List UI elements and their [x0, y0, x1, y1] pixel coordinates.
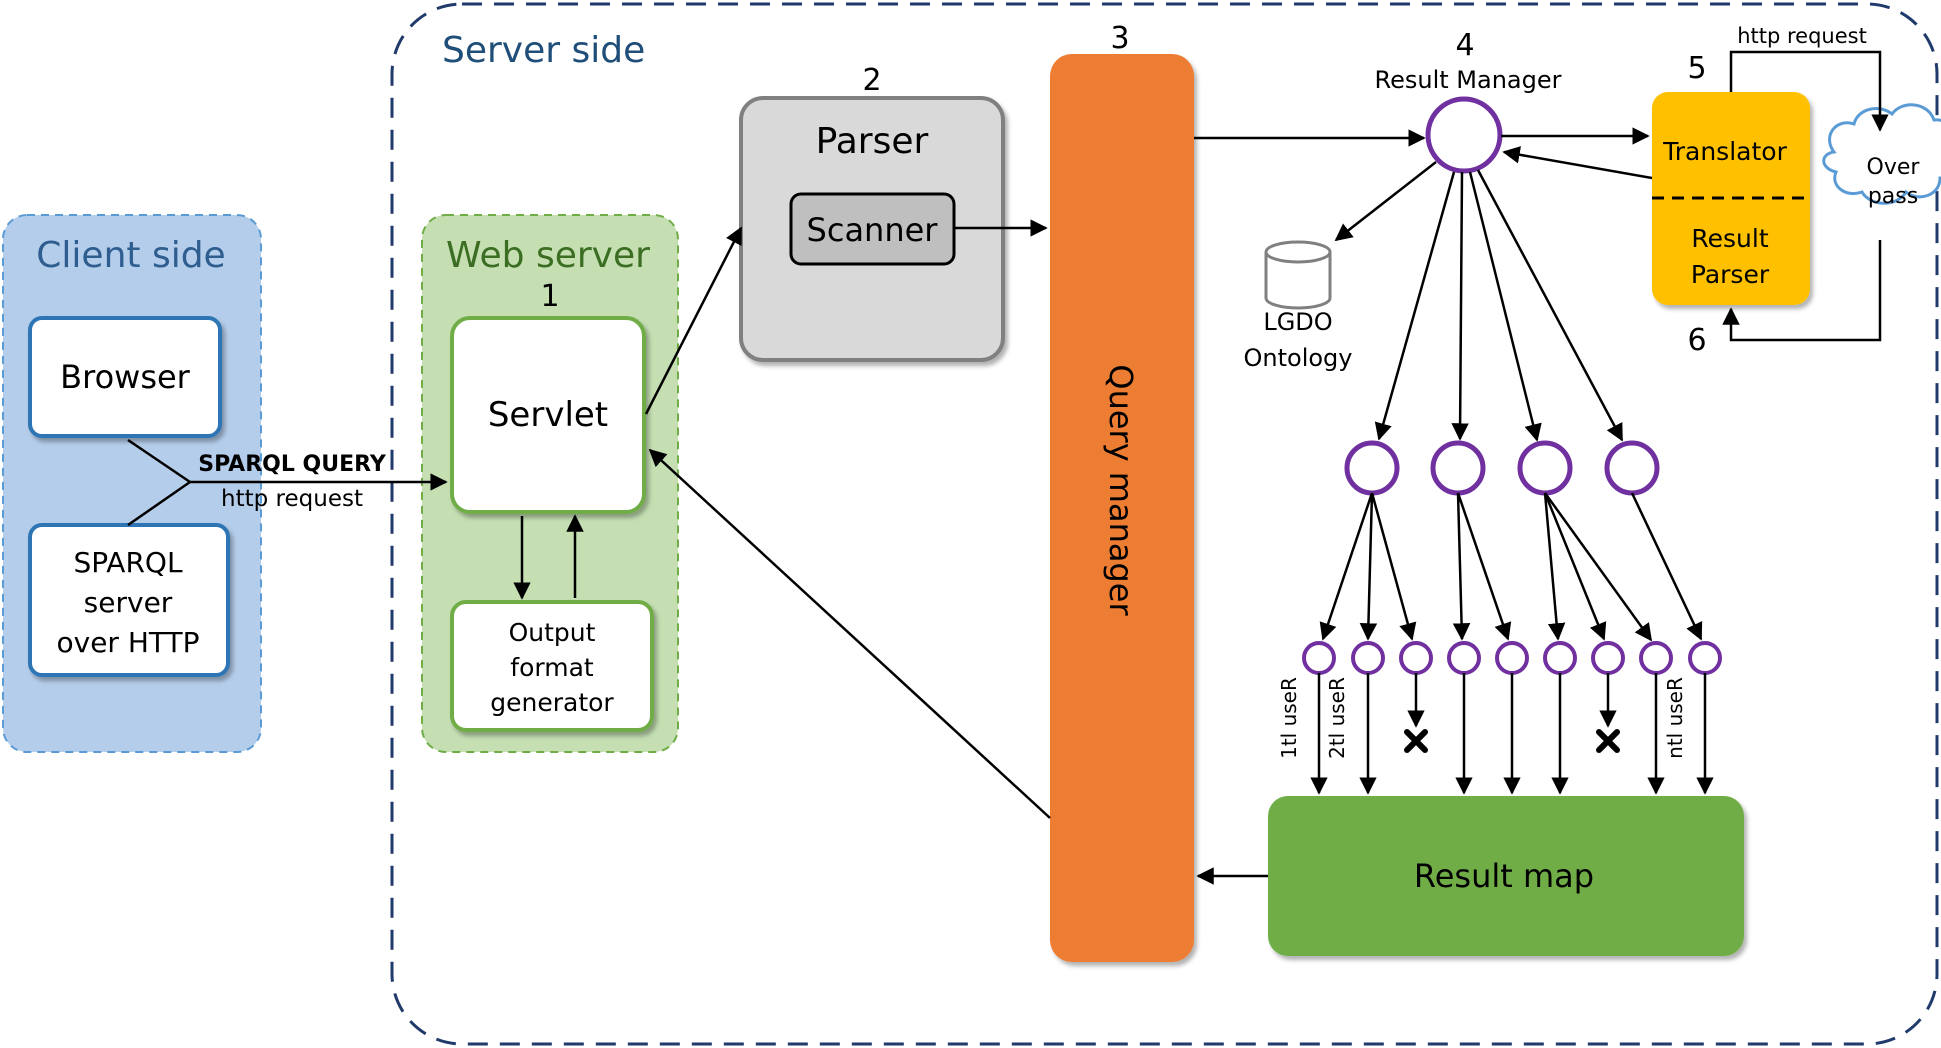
- ontology-line-2: Ontology: [1244, 344, 1353, 372]
- browser-box: Browser: [28, 316, 222, 438]
- result-manager-node: 4 Result Manager: [1375, 28, 1562, 174]
- result-parser-line-1: Result: [1691, 224, 1768, 253]
- cloud-icon: [1822, 103, 1941, 205]
- tree-node-level1: [1517, 440, 1573, 496]
- http-request-label: http request: [221, 486, 363, 512]
- sparql-server-line-2: server: [84, 586, 173, 619]
- sparql-server-line-3: over HTTP: [57, 626, 200, 659]
- result-manager-label: Result Manager: [1375, 66, 1562, 94]
- client-side-region: Client side Browser SPARQL server over H…: [2, 214, 262, 753]
- translator-label: Translator: [1662, 137, 1787, 166]
- parser-number: 2: [862, 63, 881, 98]
- tree-node-leaf: [1543, 641, 1577, 675]
- result-manager-number: 4: [1455, 28, 1474, 63]
- result-map-label: Result map: [1414, 857, 1594, 895]
- ontology-database: LGDO Ontology: [1244, 240, 1353, 372]
- servlet-label: Servlet: [488, 395, 608, 435]
- translator-number: 5: [1687, 51, 1706, 86]
- sparql-server-box: SPARQL server over HTTP: [28, 523, 230, 677]
- rule-label-2: 2tl useR: [1325, 677, 1349, 759]
- query-manager-box: 3 Query manager: [1050, 21, 1194, 962]
- tree-node-level1: [1604, 440, 1660, 496]
- sparql-query-label: SPARQL QUERY: [198, 452, 387, 477]
- tree-node-level1: [1344, 440, 1400, 496]
- web-server-region: Web server 1 Servlet Output format gener…: [421, 214, 679, 753]
- output-generator-line-1: Output: [509, 618, 596, 647]
- tree-node-leaf: [1351, 641, 1385, 675]
- parser-box: 2 Parser Scanner: [739, 63, 1005, 362]
- tree-node-leaf: [1447, 641, 1481, 675]
- tree-node-leaf: [1639, 641, 1673, 675]
- browser-label: Browser: [60, 358, 191, 396]
- overpass-line-1: Over: [1867, 155, 1921, 180]
- tree-node-leaf: [1688, 641, 1722, 675]
- parser-title: Parser: [816, 121, 929, 162]
- web-server-title: Web server: [446, 235, 650, 276]
- translator-return-number: 6: [1687, 323, 1706, 358]
- server-side-region: Server side: [390, 2, 1939, 1046]
- discard-markers: [1404, 729, 1620, 753]
- output-generator-box: Output format generator: [450, 600, 654, 732]
- tree-node-level1: [1430, 440, 1486, 496]
- rule-label-1: 1tl useR: [1277, 677, 1301, 759]
- rule-label-n: ntl useR: [1663, 677, 1687, 759]
- connectors: [127, 50, 1889, 885]
- overpass-line-2: pass: [1868, 184, 1918, 209]
- tree-node-leaf: [1495, 641, 1529, 675]
- translator-box: 5 Translator Result Parser http request …: [1652, 24, 1867, 358]
- query-manager-number: 3: [1110, 21, 1129, 56]
- output-generator-line-3: generator: [490, 688, 614, 717]
- web-server-number: 1: [540, 279, 559, 314]
- tree-node-leaf: [1399, 641, 1433, 675]
- query-manager-label: Query manager: [1102, 364, 1140, 616]
- result-map-box: Result map: [1268, 796, 1744, 956]
- servlet-box: Servlet: [450, 316, 646, 514]
- output-generator-line-2: format: [510, 653, 594, 682]
- client-side-title: Client side: [36, 235, 225, 276]
- overpass-cloud: Over pass: [1822, 103, 1941, 209]
- cross-icon: [1404, 729, 1428, 753]
- server-side-title: Server side: [442, 30, 645, 71]
- tree-nodes: [1302, 440, 1722, 675]
- sparql-server-line-1: SPARQL: [73, 546, 183, 579]
- scanner-label: Scanner: [807, 211, 939, 249]
- tree-node-leaf: [1591, 641, 1625, 675]
- ontology-line-1: LGDO: [1263, 308, 1332, 336]
- database-icon: [1264, 240, 1332, 310]
- cross-icon: [1596, 729, 1620, 753]
- result-parser-line-2: Parser: [1691, 260, 1770, 289]
- tree-node-leaf: [1302, 641, 1336, 675]
- translator-http-request: http request: [1737, 24, 1867, 48]
